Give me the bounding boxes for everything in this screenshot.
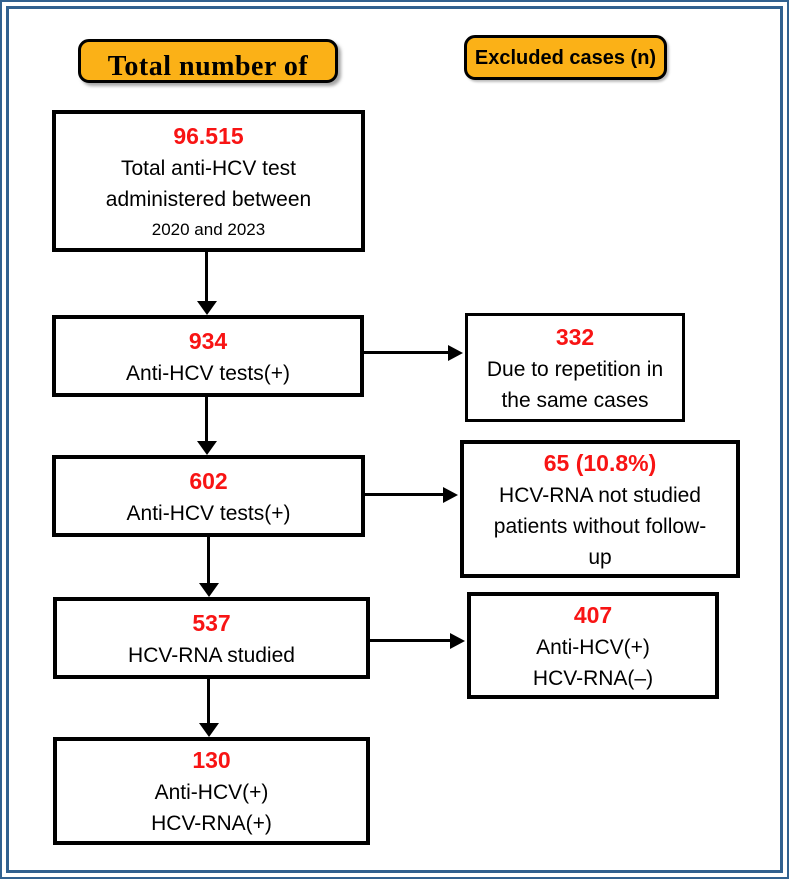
count-value: 602	[189, 467, 228, 494]
flow-box-total-tests: 96.515 Total anti-HCV test administered …	[52, 110, 365, 252]
flow-arrow-down-icon-4	[207, 679, 210, 723]
flow-arrow-down-icon-3	[207, 537, 210, 583]
box-text-line: Anti-HCV tests(+)	[126, 501, 291, 525]
count-value: 407	[573, 601, 613, 628]
flow-box-final-positive: 130 Anti-HCV(+) HCV-RNA(+)	[53, 737, 370, 845]
box-text-line: Anti-HCV(+)	[154, 781, 269, 804]
header-excluded-label: Excluded cases (n)	[474, 47, 657, 69]
count-value: 65 (10.8%)	[543, 449, 657, 476]
header-total-label: Total number of	[107, 51, 309, 82]
box-text-line: up	[588, 545, 612, 569]
box-text-line: administered between	[105, 187, 312, 211]
box-text-line: Total anti-HCV test	[120, 156, 297, 180]
box-text-line: the same cases	[501, 388, 649, 412]
count-value: 934	[188, 327, 228, 354]
box-text-line: Due to repetition in	[486, 357, 664, 381]
flow-box-hcv-rna-studied: 537 HCV-RNA studied	[53, 597, 370, 679]
box-text-line: HCV-RNA not studied	[499, 483, 701, 507]
box-text-line: 2020 and 2023	[151, 219, 266, 239]
count-value: 332	[555, 323, 595, 350]
box-text-line: HCV-RNA(–)	[532, 666, 654, 690]
box-text-line: HCV-RNA studied	[128, 643, 295, 667]
count-value: 537	[192, 609, 231, 636]
flow-arrow-right-icon-3	[370, 639, 450, 642]
excluded-box-repetition: 332 Due to repetition in the same cases	[465, 313, 685, 422]
header-excluded-cases: Excluded cases (n)	[464, 35, 667, 80]
excluded-box-no-follow-up: 65 (10.8%) HCV-RNA not studied patients …	[460, 440, 740, 578]
box-text-line: Anti-HCV tests(+)	[126, 361, 290, 385]
excluded-box-rna-negative: 407 Anti-HCV(+) HCV-RNA(–)	[467, 592, 719, 699]
flow-arrow-right-icon-1	[364, 351, 448, 354]
count-value: 96.515	[173, 122, 244, 149]
flow-arrow-down-icon-1	[205, 252, 208, 301]
box-text-line: Anti-HCV(+)	[536, 635, 650, 659]
count-value: 130	[192, 747, 231, 773]
flow-box-anti-hcv-positive-602: 602 Anti-HCV tests(+)	[52, 455, 365, 537]
box-text-line: HCV-RNA(+)	[151, 812, 272, 835]
box-text-line: patients without follow-	[493, 514, 707, 538]
flow-arrow-right-icon-2	[365, 493, 443, 496]
header-total-number: Total number of	[78, 39, 338, 83]
flow-arrow-down-icon-2	[205, 397, 208, 441]
flow-box-anti-hcv-positive-934: 934 Anti-HCV tests(+)	[52, 315, 364, 397]
